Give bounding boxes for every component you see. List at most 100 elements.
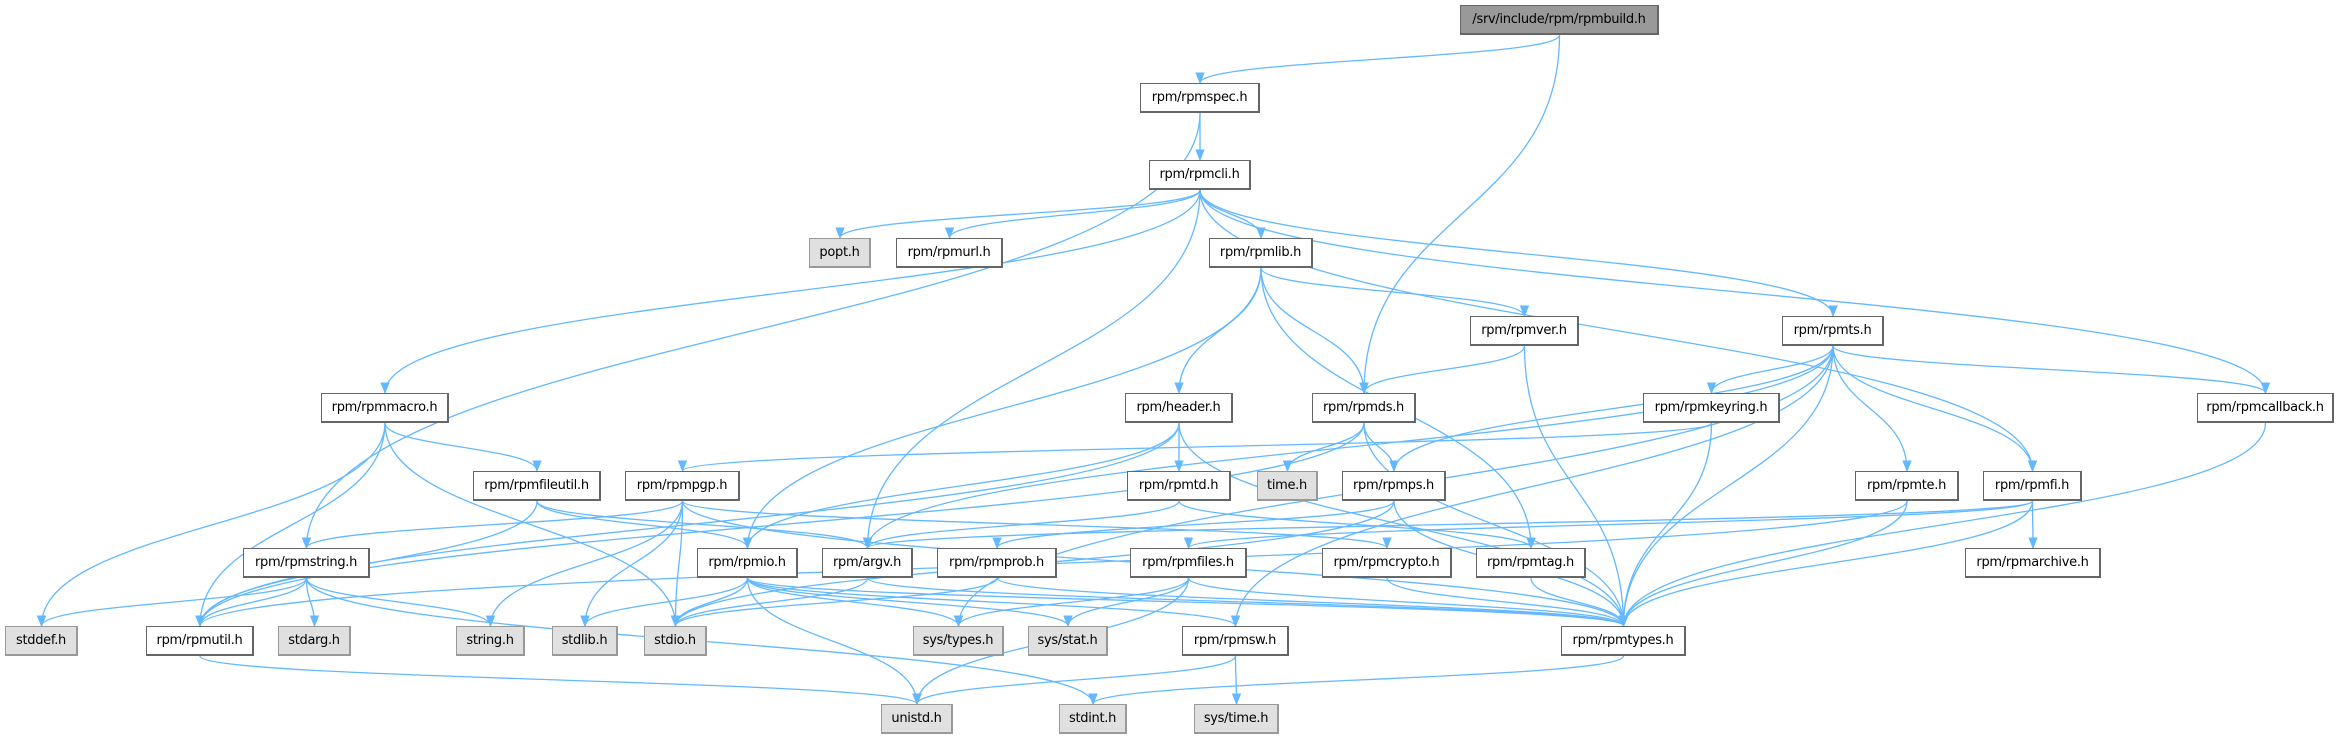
edge-rpmlib-to-rpmver xyxy=(1260,267,1530,318)
edge-rpmpgp-to-stdlib xyxy=(580,500,684,628)
edge-rpmmacro-to-stddef xyxy=(36,422,386,628)
edge-rpmio-to-rpmsw xyxy=(746,577,1240,628)
edge-rpmps-to-rpmprob xyxy=(992,500,1395,550)
node-rpmds[interactable]: rpm/rpmds.h xyxy=(1312,393,1416,423)
edge-rpmcli-to-popt xyxy=(835,189,1201,240)
node-rpmts[interactable]: rpm/rpmts.h xyxy=(1782,316,1884,346)
edge-rpmsw-to-systime xyxy=(1231,655,1242,706)
node-systime: sys/time.h xyxy=(1194,704,1279,734)
edge-rpmte-to-rpmtypes xyxy=(1618,500,1908,628)
edge-rpmfileutil-to-argv xyxy=(536,500,873,550)
edge-rpmpgp-to-stdio xyxy=(670,500,684,628)
edge-rpmcli-to-rpmts xyxy=(1199,189,1838,318)
node-rpmps[interactable]: rpm/rpmps.h xyxy=(1342,471,1446,501)
node-rpmstring[interactable]: rpm/rpmstring.h xyxy=(243,548,370,578)
node-rpmfi[interactable]: rpm/rpmfi.h xyxy=(1983,471,2082,501)
node-rpmtypes[interactable]: rpm/rpmtypes.h xyxy=(1561,626,1686,656)
node-stdarg: stdarg.h xyxy=(278,626,351,656)
edge-rpmcrypto-to-rpmtypes xyxy=(1386,577,1629,628)
edge-rpmtypes-to-stdint xyxy=(1088,655,1625,706)
node-rpmkeyring[interactable]: rpm/rpmkeyring.h xyxy=(1643,393,1780,423)
edge-rpmcli-to-rpmfi xyxy=(1199,189,2038,473)
edge-rpmkeyring-to-rpmtypes xyxy=(1618,422,1713,628)
edge-rpmio-to-rpmtypes xyxy=(746,577,1628,628)
node-header[interactable]: rpm/header.h xyxy=(1125,393,1233,423)
edge-rpmpgp-to-rpmcrypto xyxy=(681,500,1392,550)
edge-rpmds-to-time xyxy=(1282,422,1365,473)
edge-rpmprob-to-rpmtypes xyxy=(996,577,1628,628)
edge-rpmkeyring-to-rpmpgp xyxy=(678,422,1713,473)
edge-rpmpgp-to-rpmstring xyxy=(301,500,684,550)
edge-rpmds-to-rpmps xyxy=(1363,422,1399,473)
edge-rpmmacro-to-rpmutil xyxy=(195,422,386,628)
edge-rpmmacro-to-stdio xyxy=(384,422,681,628)
edge-rpmtd-to-argv xyxy=(862,500,1180,550)
node-rpmcli[interactable]: rpm/rpmcli.h xyxy=(1149,160,1251,190)
edge-rpmfi-to-rpmfiles xyxy=(1184,500,2034,550)
node-popt: popt.h xyxy=(809,238,871,268)
node-rpmtd[interactable]: rpm/rpmtd.h xyxy=(1127,471,1231,501)
node-rpmcallback[interactable]: rpm/rpmcallback.h xyxy=(2197,393,2334,423)
edge-rpmfiles-to-rpmtypes xyxy=(1187,577,1628,628)
node-stdlib: stdlib.h xyxy=(552,626,618,656)
node-rpmprob[interactable]: rpm/rpmprob.h xyxy=(937,548,1057,578)
edge-rpmtag-to-rpmtypes xyxy=(1530,577,1629,628)
edge-rpmcallback-to-rpmtypes xyxy=(1618,422,2267,628)
edge-rpmio-to-systypes xyxy=(746,577,964,628)
edge-rpmts-to-rpmte xyxy=(1832,345,1912,473)
edge-rpmfiles-to-systypes xyxy=(953,577,1190,628)
edge-rpmfileutil-to-rpmio xyxy=(536,500,753,550)
edge-rpmcli-to-argv xyxy=(862,189,1201,550)
edge-rpmver-to-rpmds xyxy=(1359,345,1526,395)
node-sysstat: sys/stat.h xyxy=(1028,626,1108,656)
node-string: string.h xyxy=(456,626,525,656)
node-rpmcrypto[interactable]: rpm/rpmcrypto.h xyxy=(1322,548,1452,578)
edge-rpmfi-to-argv xyxy=(863,500,2034,550)
node-rpmio[interactable]: rpm/rpmio.h xyxy=(697,548,798,578)
node-rpmmacro[interactable]: rpm/rpmmacro.h xyxy=(321,393,449,423)
edge-rpmsw-to-unistd xyxy=(912,655,1237,706)
node-rpmbuild[interactable]: /srv/include/rpm/rpmbuild.h xyxy=(1460,5,1659,35)
node-stdio: stdio.h xyxy=(644,626,707,656)
edge-rpmfi-to-rpmarchive xyxy=(2028,500,2038,550)
node-rpmfiles[interactable]: rpm/rpmfiles.h xyxy=(1130,548,1247,578)
edge-rpmds-to-rpmutil xyxy=(195,422,1365,628)
edge-rpmts-to-argv xyxy=(862,345,1834,550)
edge-rpmstring-to-string xyxy=(305,577,496,628)
node-rpmver[interactable]: rpm/rpmver.h xyxy=(1470,316,1579,346)
edge-rpmio-to-stdlib xyxy=(580,577,749,628)
edge-rpmio-to-unistd xyxy=(746,577,922,706)
edge-rpmstring-to-rpmutil xyxy=(195,577,308,628)
edge-rpmcli-to-rpmmacro xyxy=(380,189,1201,395)
edge-rpmpgp-to-string xyxy=(485,500,684,628)
node-rpmtag[interactable]: rpm/rpmtag.h xyxy=(1476,548,1586,578)
node-rpmarchive[interactable]: rpm/rpmarchive.h xyxy=(1965,548,2101,578)
edge-rpmlib-to-header xyxy=(1174,267,1262,395)
edge-rpmts-to-rpmsw xyxy=(1230,345,1834,628)
edge-rpmcli-to-rpmcallback xyxy=(1199,189,2271,395)
node-rpmlib[interactable]: rpm/rpmlib.h xyxy=(1209,238,1313,268)
node-unistd: unistd.h xyxy=(881,704,953,734)
node-systypes: sys/types.h xyxy=(913,626,1004,656)
edge-rpmmacro-to-rpmfileutil xyxy=(384,422,542,473)
node-rpmutil[interactable]: rpm/rpmutil.h xyxy=(146,626,254,656)
node-rpmsw[interactable]: rpm/rpmsw.h xyxy=(1182,626,1289,656)
node-rpmspec[interactable]: rpm/rpmspec.h xyxy=(1140,83,1260,113)
edge-header-to-rpmtypes xyxy=(1178,422,1629,628)
edge-rpmlib-to-rpmio xyxy=(742,267,1262,550)
edge-rpmts-to-rpmps xyxy=(1389,345,1834,473)
edge-rpmlib-to-rpmds xyxy=(1260,267,1369,395)
edge-rpmds-to-rpmtypes xyxy=(1363,422,1629,628)
edge-argv-to-stdio xyxy=(670,577,869,628)
node-rpmfileutil[interactable]: rpm/rpmfileutil.h xyxy=(473,471,601,501)
node-argv[interactable]: rpm/argv.h xyxy=(822,548,913,578)
node-rpmurl[interactable]: rpm/rpmurl.h xyxy=(896,238,1003,268)
node-rpmte[interactable]: rpm/rpmte.h xyxy=(1855,471,1959,501)
edge-rpmio-to-sysstat xyxy=(746,577,1073,628)
edge-rpmspec-to-rpmstring xyxy=(301,112,1201,550)
edge-rpmcli-to-rpmurl xyxy=(944,189,1201,240)
node-rpmpgp[interactable]: rpm/rpmpgp.h xyxy=(625,471,740,501)
edge-rpmbuild-to-rpmspec xyxy=(1195,34,1561,85)
edge-rpmts-to-rpmtypes xyxy=(1618,345,1834,628)
